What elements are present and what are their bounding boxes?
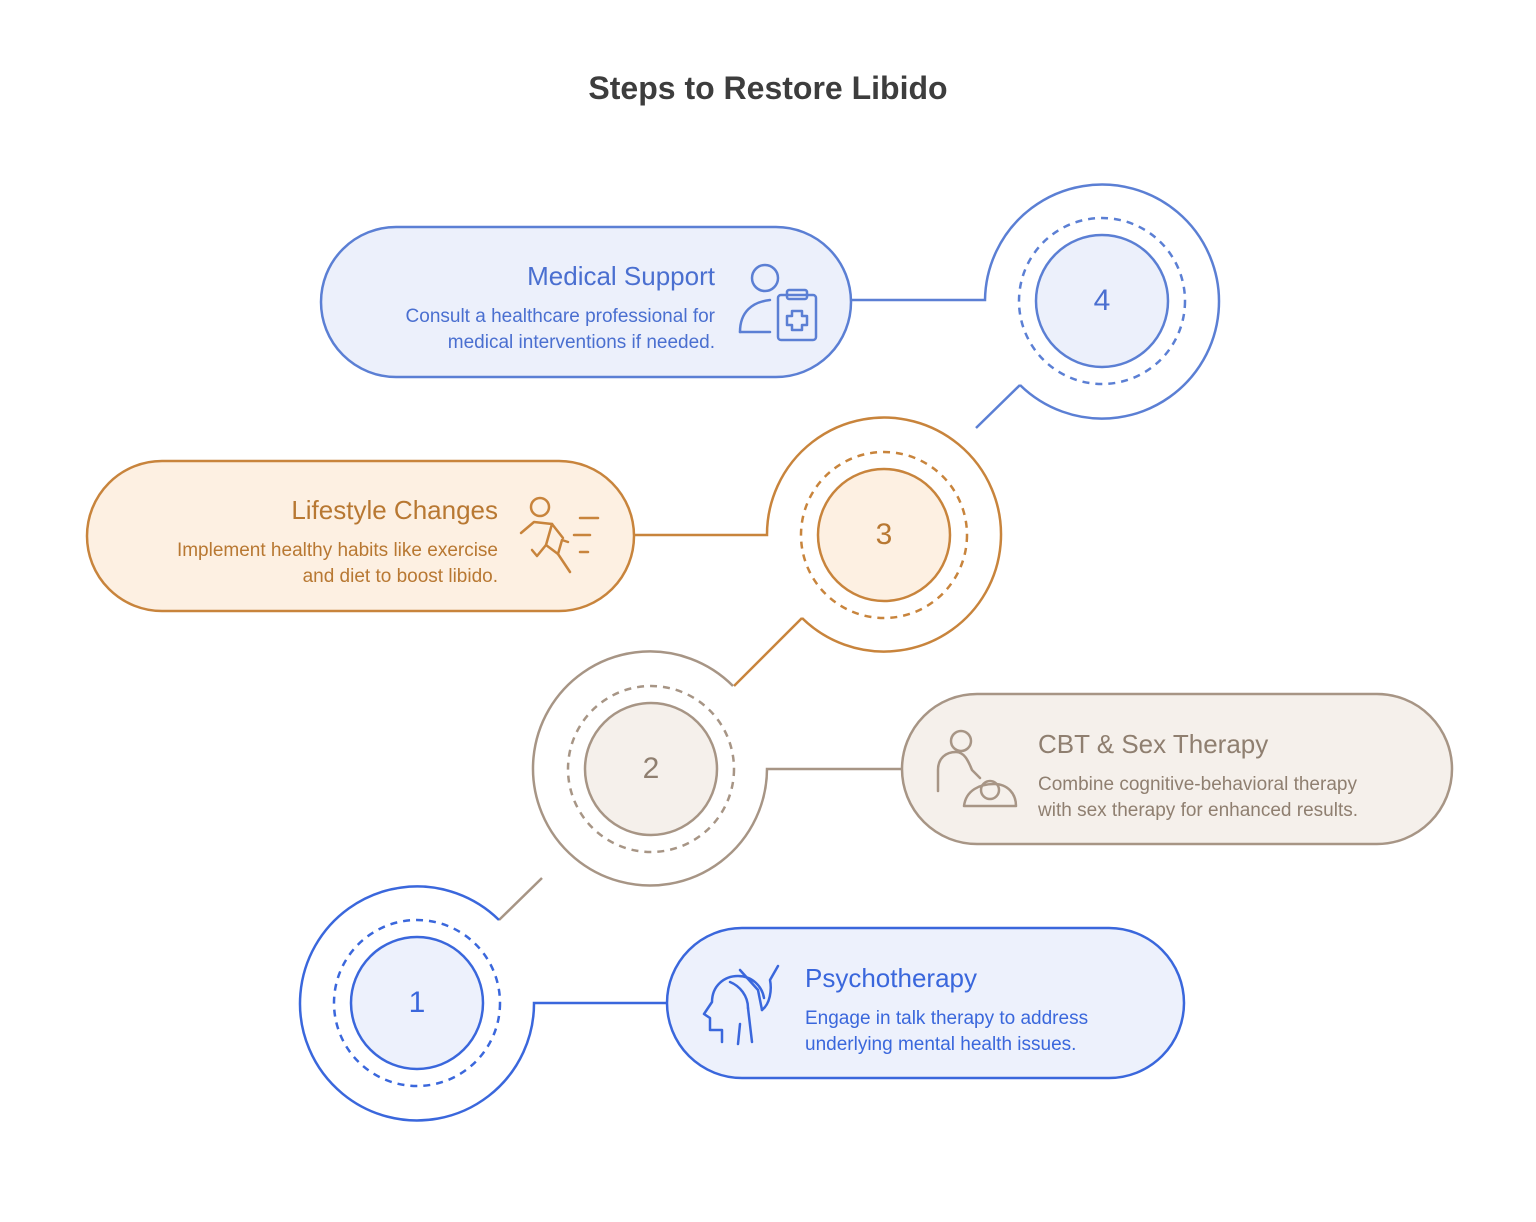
step-1 xyxy=(298,885,1186,1122)
step-3-description-line-1: Implement healthy habits like exercise xyxy=(176,540,498,561)
step-3-heading: Lifestyle Changes xyxy=(291,495,498,525)
step-4-outer-ring xyxy=(851,183,1221,420)
therapist-patient-icon xyxy=(936,729,1018,808)
head-hand-icon xyxy=(702,964,780,1046)
running-person-icon xyxy=(519,496,600,574)
step-2-connector xyxy=(498,877,543,921)
step-4-dashed-ring xyxy=(1017,216,1187,386)
step-2-number-circle xyxy=(583,701,719,837)
step-4-number: 4 xyxy=(1093,284,1111,317)
step-1-text: Psychotherapy Engage in talk therapy to … xyxy=(805,962,1165,1058)
step-4 xyxy=(319,183,1221,429)
step-1-description-line-1: Engage in talk therapy to address xyxy=(805,1008,1089,1029)
step-3-connector xyxy=(733,617,803,687)
step-3-text: Lifestyle Changes Implement healthy habi… xyxy=(110,494,498,590)
step-2-number: 2 xyxy=(642,752,660,785)
step-4-number-circle xyxy=(1034,233,1170,369)
step-2-text: CBT & Sex Therapy Combine cognitive-beha… xyxy=(1038,728,1438,824)
step-3-outer-ring xyxy=(634,416,1003,653)
step-3-number-circle xyxy=(816,467,952,603)
step-4-description-line-2: medical interventions if needed. xyxy=(447,332,715,353)
step-2-heading: CBT & Sex Therapy xyxy=(1038,729,1269,759)
step-4-connector xyxy=(975,384,1021,429)
step-4-heading: Medical Support xyxy=(527,261,715,291)
step-3 xyxy=(85,416,1003,687)
step-1-number-circle xyxy=(349,935,485,1071)
step-3-description-line-2: and diet to boost libido. xyxy=(302,566,498,587)
step-2 xyxy=(498,650,1454,921)
step-3-dashed-ring xyxy=(799,450,969,620)
step-4-card xyxy=(319,225,853,379)
step-2-description-line-2: with sex therapy for enhanced results. xyxy=(1038,800,1359,821)
doctor-clipboard-icon xyxy=(738,263,818,342)
step-1-number: 1 xyxy=(408,986,426,1019)
step-2-outer-ring xyxy=(531,650,902,887)
step-1-outer-ring xyxy=(298,885,667,1122)
step-4-text: Medical Support Consult a healthcare pro… xyxy=(340,260,715,356)
step-3-number: 3 xyxy=(875,518,893,551)
step-1-description-line-2: underlying mental health issues. xyxy=(805,1034,1077,1055)
step-4-description-line-1: Consult a healthcare professional for xyxy=(405,306,715,327)
step-2-dashed-ring xyxy=(566,684,736,854)
step-1-heading: Psychotherapy xyxy=(805,963,977,993)
step-2-description-line-1: Combine cognitive-behavioral therapy xyxy=(1038,774,1357,795)
step-1-dashed-ring xyxy=(332,918,502,1088)
page-title: Steps to Restore Libido xyxy=(588,70,948,106)
